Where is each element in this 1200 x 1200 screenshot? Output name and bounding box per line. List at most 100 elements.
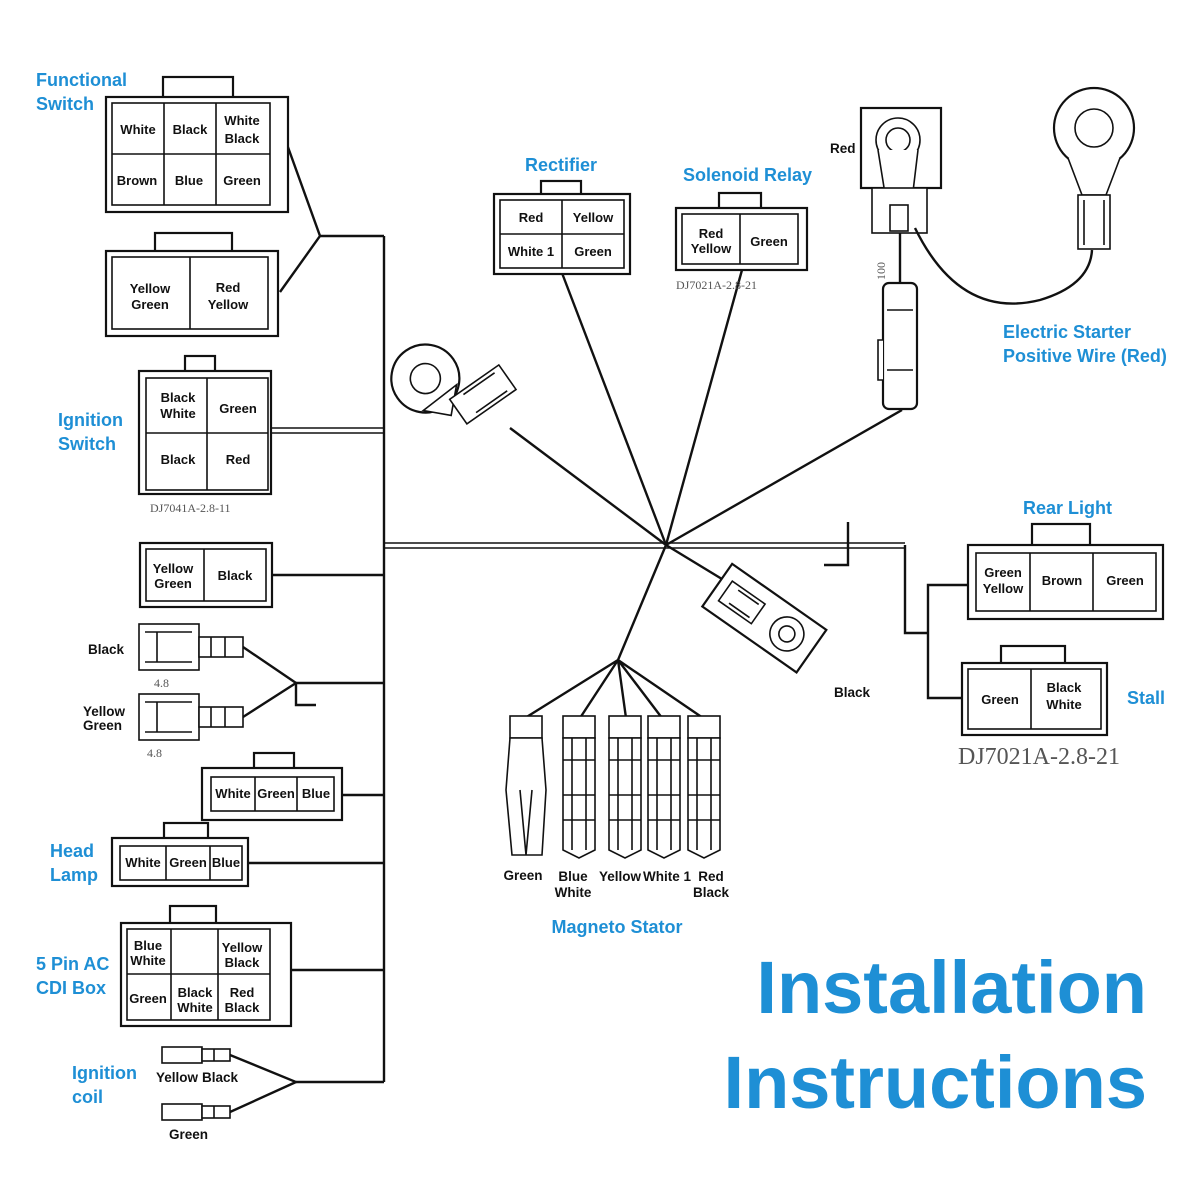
functional-switch-connector: White Black White Black Brown Blue Green	[104, 75, 290, 214]
svg-text:Black: Black	[1047, 680, 1082, 695]
svg-text:Blue: Blue	[134, 938, 162, 953]
svg-text:Red: Red	[216, 280, 241, 295]
svg-text:Blue: Blue	[558, 869, 588, 884]
svg-text:Red: Red	[699, 226, 724, 241]
svg-text:Green: Green	[257, 786, 295, 801]
svg-text:Ignition: Ignition	[72, 1063, 137, 1083]
ground-black-label: Black	[834, 685, 871, 700]
svg-text:Green: Green	[223, 173, 261, 188]
svg-text:4.8: 4.8	[154, 676, 169, 690]
ground-ring-terminal-upper	[390, 343, 518, 426]
svg-text:Green: Green	[1106, 573, 1144, 588]
svg-text:Green: Green	[750, 234, 788, 249]
svg-text:Yellow: Yellow	[599, 869, 642, 884]
rectifier: Rectifier Red Yellow White 1 Green	[492, 155, 632, 276]
svg-text:100: 100	[874, 262, 888, 280]
svg-text:Red: Red	[226, 452, 251, 467]
magneto-stator-label: Magneto Stator	[551, 917, 682, 937]
svg-text:White: White	[130, 953, 165, 968]
svg-text:Head: Head	[50, 841, 94, 861]
svg-text:Green: Green	[503, 868, 542, 883]
svg-text:Positive Wire (Red): Positive Wire (Red)	[1003, 346, 1167, 366]
ground-ring-terminal-lower	[700, 562, 828, 674]
svg-text:Switch: Switch	[58, 434, 116, 454]
svg-text:Green: Green	[83, 718, 122, 733]
svg-text:Lamp: Lamp	[50, 865, 98, 885]
stator-terminal-white1	[647, 715, 681, 859]
svg-text:Red: Red	[698, 869, 724, 884]
svg-text:Blue: Blue	[302, 786, 330, 801]
svg-text:Black: Black	[88, 642, 125, 657]
spade-terminal-yellow-green	[138, 693, 244, 741]
svg-text:White: White	[224, 113, 259, 128]
svg-text:Green: Green	[981, 692, 1019, 707]
svg-text:Blue: Blue	[212, 855, 240, 870]
left-bus-wires	[248, 124, 666, 1084]
ignition-coil-terminals: Yellow Black Green	[156, 1046, 300, 1142]
svg-text:Green: Green	[129, 991, 167, 1006]
ignition-switch-label: Ignition Switch	[58, 410, 123, 454]
electric-starter-label: Electric Starter Positive Wire (Red)	[1003, 322, 1167, 366]
magneto-stator-wire-labels: Green Blue White Yellow White 1 Red Blac…	[503, 868, 729, 900]
svg-text:Black: Black	[178, 985, 213, 1000]
rear-light-connector: Green Yellow Brown Green	[966, 522, 1165, 621]
svg-text:Green: Green	[169, 855, 207, 870]
svg-text:White: White	[555, 885, 592, 900]
svg-text:Black: Black	[225, 955, 260, 970]
rear-light-label: Rear Light	[1023, 498, 1112, 518]
svg-text:Yellow: Yellow	[130, 281, 171, 296]
svg-text:4.8: 4.8	[147, 746, 162, 760]
inline-fuse-holder	[877, 281, 919, 411]
svg-text:Green: Green	[154, 576, 192, 591]
svg-text:Yellow: Yellow	[983, 581, 1024, 596]
ignition-switch-connector: Black White Green Black Red DJ7041A-2.8-…	[137, 354, 273, 515]
svg-text:Blue: Blue	[175, 173, 203, 188]
svg-text:White 1: White 1	[508, 244, 554, 259]
svg-text:Rectifier: Rectifier	[525, 155, 597, 175]
stator-terminal-blue-white	[562, 715, 596, 859]
svg-text:White: White	[120, 122, 155, 137]
svg-text:Stall: Stall	[1127, 688, 1165, 708]
svg-text:Solenoid Relay: Solenoid Relay	[683, 165, 812, 185]
svg-text:Rear Light: Rear Light	[1023, 498, 1112, 518]
spade-terminal-black	[138, 623, 244, 671]
svg-text:Black: Black	[693, 885, 730, 900]
stator-terminal-green	[505, 715, 547, 856]
svg-text:coil: coil	[72, 1087, 103, 1107]
svg-text:White: White	[215, 786, 250, 801]
ignition-coil-label: Ignition coil	[72, 1063, 137, 1107]
magneto-stator-terminals	[505, 715, 721, 859]
svg-text:Yellow: Yellow	[156, 1070, 199, 1085]
stall-part-number: DJ7021A-2.8-21	[958, 744, 1120, 770]
svg-text:Ignition: Ignition	[58, 410, 123, 430]
magneto-stator-wires	[524, 658, 704, 720]
svg-text:Installation: Installation	[756, 946, 1147, 1029]
head-lamp-connector: White Green Blue	[110, 821, 250, 888]
svg-text:Green: Green	[984, 565, 1022, 580]
functional-switch-label: Functional Switch	[36, 70, 127, 114]
svg-text:Yellow: Yellow	[208, 297, 249, 312]
svg-text:Black: Black	[202, 1070, 239, 1085]
svg-text:Switch: Switch	[36, 94, 94, 114]
head-lamp-label: Head Lamp	[50, 841, 98, 885]
svg-text:Red: Red	[830, 141, 856, 156]
svg-text:Black: Black	[225, 131, 260, 146]
svg-text:CDI Box: CDI Box	[36, 978, 106, 998]
svg-text:Yellow: Yellow	[153, 561, 194, 576]
stall-connector: Green Black White DJ7021A-2.8-21	[958, 644, 1120, 770]
starter-relay-terminal: Red 100	[830, 106, 943, 283]
svg-text:Green: Green	[574, 244, 612, 259]
cdi-box-connector: Blue White Yellow Black Green Black Whit…	[119, 904, 293, 1028]
stator-terminal-red-black	[687, 715, 721, 859]
svg-text:Red: Red	[519, 210, 544, 225]
svg-text:Functional: Functional	[36, 70, 127, 90]
svg-text:Brown: Brown	[1042, 573, 1083, 588]
electric-starter-ring-terminal	[913, 86, 1136, 305]
svg-text:Yellow: Yellow	[691, 241, 732, 256]
svg-text:Black: Black	[161, 390, 196, 405]
svg-text:Red: Red	[230, 985, 255, 1000]
svg-text:Electric Starter: Electric Starter	[1003, 322, 1131, 342]
solenoid-part-number: DJ7021A-2.8-21	[676, 278, 757, 292]
cdi-box-label: 5 Pin AC CDI Box	[36, 954, 109, 998]
